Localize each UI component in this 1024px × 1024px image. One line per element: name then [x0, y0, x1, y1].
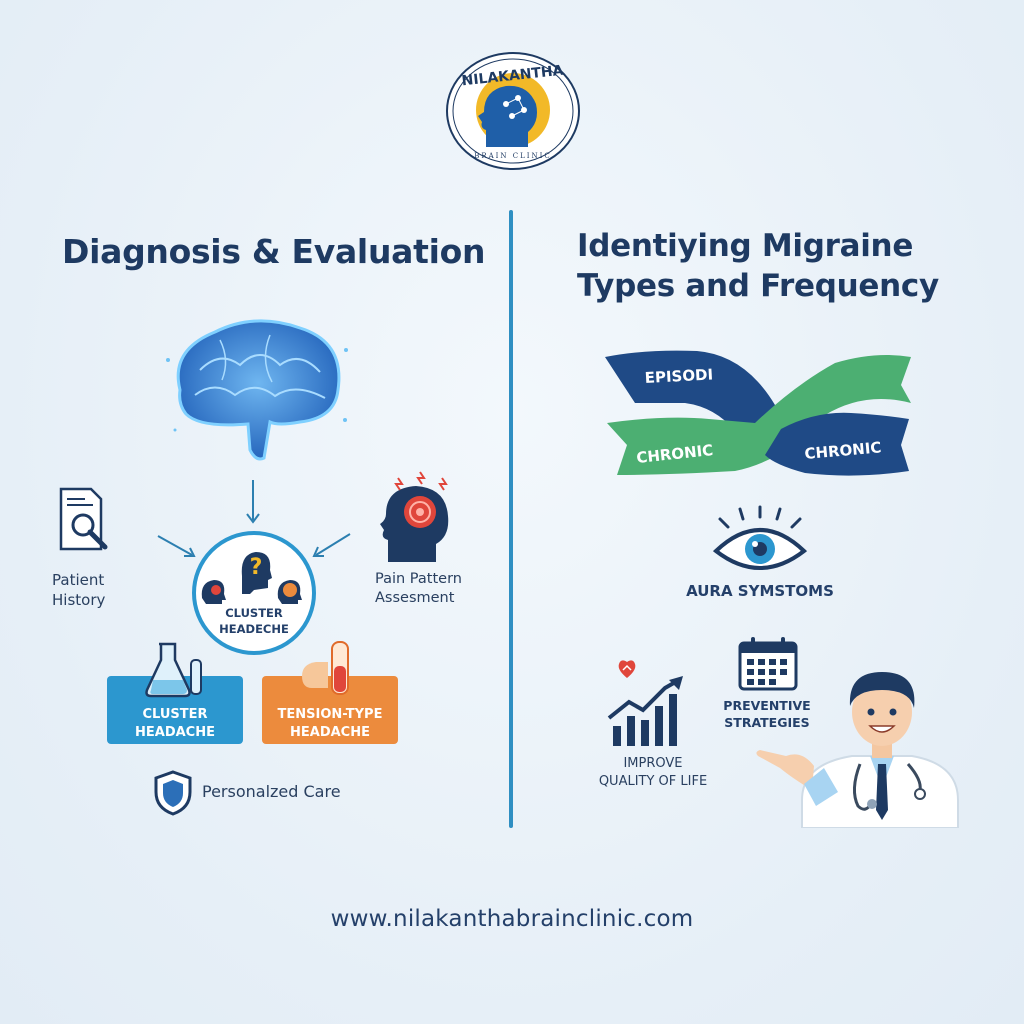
tension-box-line-2: HEADACHE — [290, 725, 370, 740]
document-search-icon — [59, 487, 108, 551]
preventive-line-1: PREVENTIVE — [723, 698, 811, 713]
right-title: Identiying Migraine Types and Frequency — [577, 226, 939, 306]
preventive-line-2: STRATEGIES — [724, 715, 810, 730]
growth-chart-icon — [607, 660, 683, 746]
preventive-strategies-label: PREVENTIVE STRATEGIES — [712, 697, 822, 731]
center-divider — [509, 210, 513, 828]
migraine-frequency-ribbon: EPISODI CHRONIC CHRONIC — [605, 350, 911, 476]
patient-history-line-1: Patient — [52, 571, 105, 589]
right-title-line-2: Types and Frequency — [577, 268, 939, 304]
cluster-box-line-1: CLUSTER — [142, 707, 208, 722]
improve-line-1: IMPROVE — [623, 756, 683, 771]
pain-pattern-label: Pain Pattern Assesment — [375, 570, 462, 608]
flask-icon — [145, 642, 202, 698]
pain-pattern-line-2: Assesment — [375, 590, 455, 606]
circle-label-line-2: HEADECHE — [219, 622, 289, 636]
shield-icon — [154, 770, 192, 816]
circle-label: CLUSTER HEADECHE — [193, 605, 315, 637]
clinic-logo: NILAKANTHA BRAIN CLINIC — [446, 52, 580, 170]
tension-box-line-1: TENSION-TYPE — [277, 707, 383, 722]
svg-text:?: ? — [250, 555, 263, 580]
improve-line-2: QUALITY OF LIFE — [598, 774, 708, 789]
eye-icon — [712, 505, 808, 570]
pain-pattern-line-1: Pain Pattern — [375, 571, 462, 587]
headache-types-circle: ? — [192, 531, 316, 655]
circle-label-line-1: CLUSTER — [225, 606, 283, 620]
tension-headache-box: TENSION-TYPE HEADACHE — [262, 676, 398, 744]
flow-arrows — [157, 480, 351, 557]
patient-history-label: Patient History — [52, 570, 105, 610]
pain-head-icon — [380, 471, 449, 562]
doctor-illustration — [756, 672, 959, 828]
calendar-icon — [738, 637, 798, 691]
test-tube-icon — [302, 641, 349, 695]
patient-history-line-2: History — [52, 591, 106, 609]
right-title-line-1: Identiying Migraine — [577, 228, 914, 264]
left-title: Diagnosis & Evaluation — [62, 232, 486, 271]
logo-subtitle: BRAIN CLINIC — [474, 152, 552, 160]
cluster-box-line-2: HEADACHE — [135, 725, 215, 740]
website-link[interactable]: www.nilakanthabrainclinic.com — [330, 906, 694, 932]
brain-icon — [166, 319, 348, 461]
improve-quality-label: IMPROVE QUALITY OF LIFE — [588, 755, 718, 791]
aura-symptoms-label: AURA SYMSTOMS — [686, 582, 834, 600]
ribbon-episodic: EPISODI — [644, 365, 713, 387]
personalized-care-label: Personalzed Care — [202, 782, 341, 801]
